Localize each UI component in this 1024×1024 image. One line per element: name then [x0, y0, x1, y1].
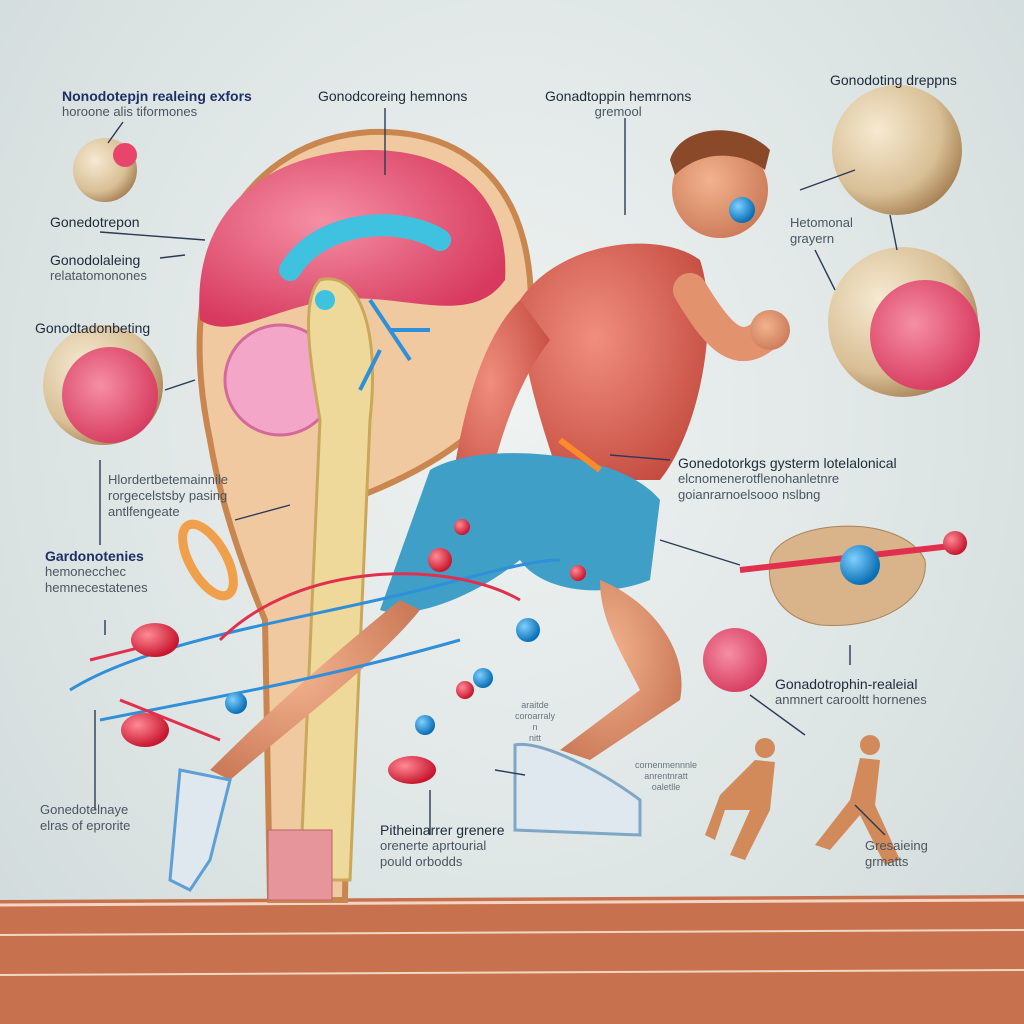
label-left-4: Hlordertbetemainnile rorgecelstsby pasin… [108, 472, 228, 520]
label-line: pould orbodds [380, 854, 463, 869]
label-subtitle: anmnert carooltt hornenes [775, 692, 927, 707]
label-subtitle: gremool [594, 104, 642, 119]
label-line: anrentnratt [644, 771, 688, 781]
label-line: goianrarnoelsooo nslbng [678, 487, 821, 502]
label-title: Gonadotrophin-realeial [775, 676, 918, 692]
label-line: rorgecelstsby pasing [108, 488, 228, 503]
label-line: oaletlle [651, 782, 681, 792]
label-line: elcnomenerotflenohanletnre [678, 471, 840, 486]
small-runner-figures [705, 735, 900, 865]
pedestal [267, 829, 333, 901]
label-top-right: Gonodoting dreppns [830, 72, 957, 88]
label-line: coroarraly [515, 711, 556, 721]
label-right-1: Hetomonal grayern [790, 215, 853, 247]
label-bottom-right: Gresaieing grmatts [865, 838, 928, 870]
hormone-flow [69, 558, 561, 742]
label-subtitle: relatatomonones [50, 268, 147, 283]
label-line: hemnecestatenes [45, 580, 148, 595]
label-title: Gonodolaleing [50, 252, 141, 268]
label-left-2: Gonodolaleing relatatomonones [50, 252, 147, 284]
label-line: nitt [529, 733, 542, 743]
label-bottom-left: Gonedotelnaye elras of eprorite [40, 802, 130, 834]
label-line: Hlordertbetemainnile [108, 472, 228, 487]
label-line: Gonedotorkgs gysterm lotelalonical [678, 455, 897, 471]
label-left-5: Gardonotenies hemonecchec hemnecestatene… [45, 548, 148, 596]
label-top-left: Nonodotepjn realeing exfors horoone alis… [62, 88, 252, 120]
label-bottom-center: Pitheinarrer grenere orenerte aprtourial… [380, 822, 505, 870]
label-title: Gardonotenies [45, 548, 144, 564]
label-tiny-right: cornenmennnle anrentnratt oaletlle [635, 760, 697, 793]
label-line: araitde [521, 700, 549, 710]
label-title: Pitheinarrer grenere [380, 822, 505, 838]
label-subtitle: horoone alis tiformones [62, 104, 198, 119]
label-top-mid: Gonadtoppin hemrnons gremool [545, 88, 691, 120]
label-tiny-center: araitde coroarraly n nitt [515, 700, 555, 744]
label-left-1: Gonedotrepon [50, 214, 140, 230]
runner [168, 130, 790, 892]
label-subtitle: grmatts [865, 854, 909, 869]
label-top-center: Gonodcoreing hemnons [318, 88, 467, 104]
label-line: antlfengeate [108, 504, 180, 519]
label-line: orenerte aprtourial [380, 838, 487, 853]
label-title: Gonadtoppin hemrnons [545, 88, 692, 104]
label-title: Gonodoting dreppns [830, 72, 957, 88]
label-subtitle: elras of eprorite [40, 818, 131, 833]
label-title: Nonodotepjn realeing exfors [62, 88, 252, 104]
label-title: Gonedotelnaye [40, 802, 129, 817]
running-track [0, 895, 1024, 1024]
label-title: Gonodtadonbeting [35, 320, 151, 336]
label-title: Gonedotrepon [50, 214, 140, 230]
label-line: n [532, 722, 538, 732]
label-line: cornenmennnle [635, 760, 698, 770]
hormone-molecules [121, 519, 586, 784]
label-title: Gonodcoreing hemnons [318, 88, 468, 104]
label-title: Gresaieing [865, 838, 928, 853]
hormone-spheres [43, 85, 980, 692]
label-title: Hetomonal [790, 215, 853, 230]
label-right-2: Gonedotorkgs gysterm lotelalonical elcno… [678, 455, 897, 503]
leader-lines [94, 108, 898, 836]
label-subtitle: grayern [790, 231, 835, 246]
label-right-3: Gonadotrophin-realeial anmnert carooltt … [775, 676, 927, 708]
label-left-3: Gonodtadonbeting [35, 320, 150, 336]
label-line: hemonecchec [45, 564, 126, 579]
